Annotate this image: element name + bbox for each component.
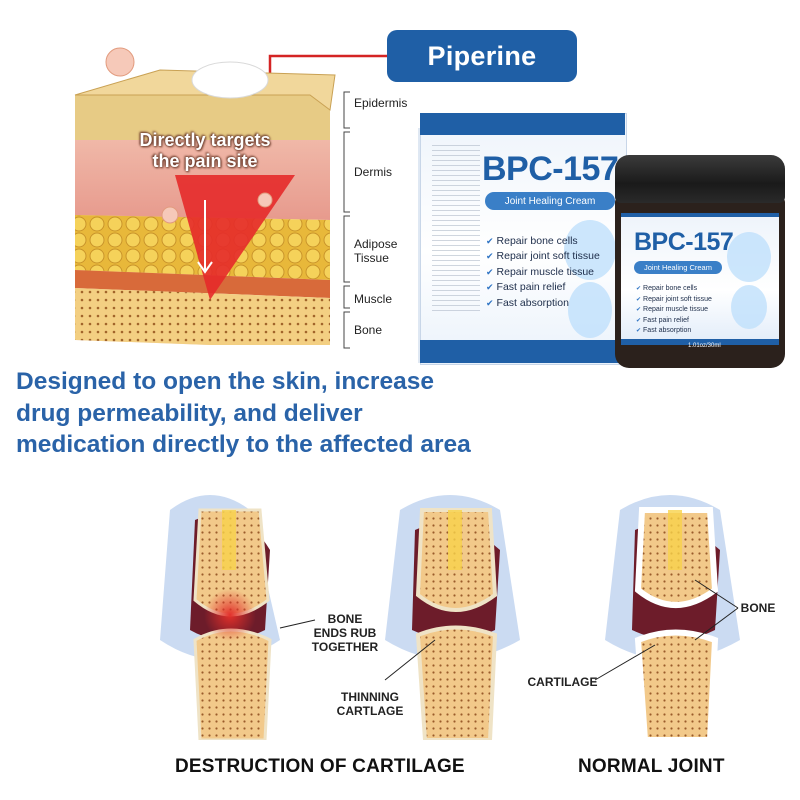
box-top-band [420, 113, 625, 135]
box-brand-title: BPC-157 [482, 150, 619, 188]
layer-label-dermis: Dermis [354, 165, 392, 179]
box-fine-print [432, 145, 480, 315]
layer-label-muscle: Muscle [354, 292, 393, 306]
benefit-item: Repair joint soft tissue [486, 249, 600, 264]
piperine-badge: Piperine [387, 30, 577, 82]
layer-label-epidermis: Epidermis [354, 96, 408, 110]
jar-benefit-item: Fast absorption [636, 326, 712, 337]
box-bottom-band [420, 340, 625, 363]
label-bone: BONE [740, 601, 776, 615]
layer-label-bone: Bone [354, 323, 383, 337]
caption-destruction-of-cartilage: DESTRUCTION OF CARTILAGE [175, 756, 465, 777]
jar-brand-title: BPC-157 [634, 228, 734, 256]
benefit-item: Fast absorption [486, 296, 600, 311]
label-bone-ends-rub: BONE ENDS RUB TOGETHER [311, 612, 379, 654]
jar-benefits-list: Repair bone cells Repair joint soft tiss… [636, 284, 712, 337]
benefit-item: Repair muscle tissue [486, 265, 600, 280]
jar-benefit-item: Repair bone cells [636, 284, 712, 295]
label-cartilage: CARTILAGE [527, 675, 598, 689]
damaged-joint-2 [385, 495, 520, 740]
normal-joint [605, 495, 740, 740]
target-text: Directly targets the pain site [139, 130, 271, 171]
layer-label-adipose: Adipose Tissue [354, 237, 398, 265]
joint-illustrations [160, 495, 740, 740]
jar-benefit-item: Fast pain relief [636, 316, 712, 327]
jar-benefit-item: Repair joint soft tissue [636, 295, 712, 306]
jar-lid [615, 155, 785, 203]
benefit-item: Repair bone cells [486, 234, 600, 249]
box-benefits-list: Repair bone cells Repair joint soft tiss… [486, 234, 600, 311]
layer-brackets [343, 91, 350, 349]
jar-benefit-item: Repair muscle tissue [636, 305, 712, 316]
label-thinning-cartilage: THINNING CARTLAGE [336, 690, 404, 718]
caption-normal-joint: NORMAL JOINT [578, 756, 725, 777]
damaged-joint-1 [160, 495, 280, 740]
skin-layers-diagram [74, 47, 336, 345]
jar-subtitle: Joint Healing Cream [634, 261, 722, 274]
jar-knee-graphic-icon [727, 232, 771, 329]
benefit-item: Fast pain relief [486, 280, 600, 295]
box-subtitle: Joint Healing Cream [485, 192, 615, 210]
jar-size: 1.01oz/30ml [688, 343, 721, 349]
headline: Designed to open the skin, increase drug… [16, 368, 471, 458]
